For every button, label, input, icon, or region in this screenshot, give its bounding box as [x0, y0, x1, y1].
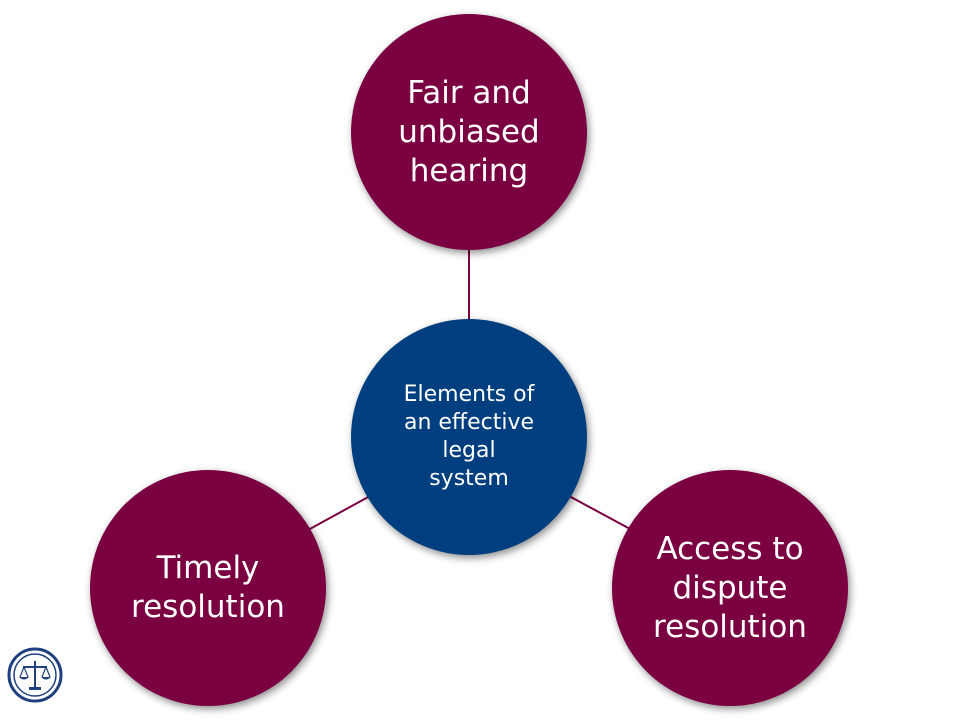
node-center-label: Elements of an effective legal system [403, 382, 535, 491]
node-access-dispute-resolution: Access to dispute resolution [612, 470, 848, 706]
connector-right [568, 495, 633, 531]
node-timely-resolution-label: Timely resolution [131, 550, 285, 625]
scales-of-justice-icon [7, 647, 63, 703]
node-timely-resolution: Timely resolution [90, 470, 326, 706]
connector-left [307, 495, 371, 531]
node-fair-hearing: Fair and unbiased hearing [351, 14, 587, 250]
node-center: Elements of an effective legal system [351, 319, 587, 555]
node-access-dispute-resolution-label: Access to dispute resolution [653, 530, 807, 645]
node-fair-hearing-label: Fair and unbiased hearing [398, 74, 540, 189]
